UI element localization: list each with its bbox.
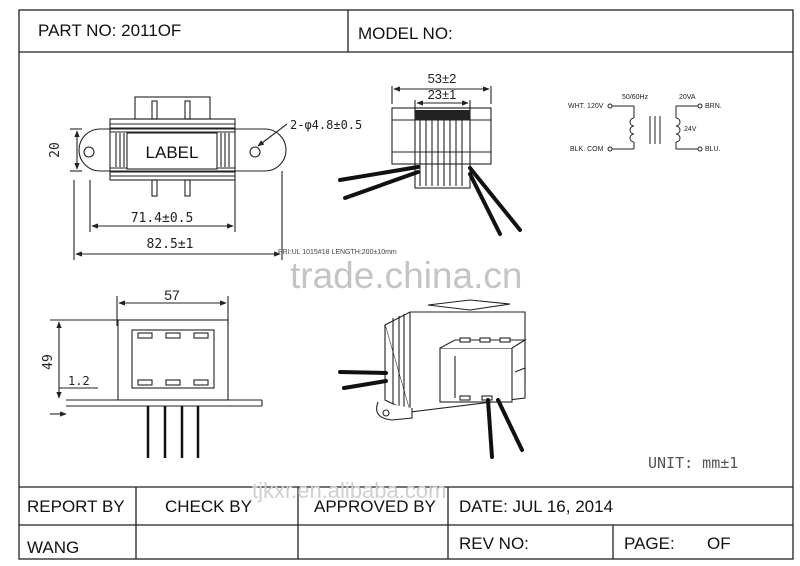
schematic-secondary-bottom: BLU. (705, 146, 721, 153)
watermark-center: trade.china.cn (290, 255, 523, 296)
schematic-secondary-voltage: 24V (684, 126, 697, 133)
check-by-label: CHECK BY (165, 497, 252, 516)
top-view-leads (338, 165, 522, 236)
schematic-primary-voltage: WHT. 120V (568, 103, 604, 110)
schematic-rating: 20VA (679, 94, 696, 101)
side-thickness-dimension: 1.2 (68, 374, 90, 388)
side-height-dimension: 49 (41, 354, 56, 370)
report-by-label: REPORT BY (27, 497, 125, 516)
top-view (391, 86, 492, 189)
schematic (607, 103, 703, 152)
reporter-name: WANG (27, 538, 80, 557)
page-of-label: OF (707, 534, 731, 553)
top-outer-dimension: 53±2 (428, 71, 457, 86)
model-number-label: MODEL NO: (358, 24, 453, 43)
front-label: LABEL (146, 143, 199, 162)
top-inner-dimension: 23±1 (428, 87, 457, 102)
schematic-common: BLK. COM (570, 146, 604, 153)
watermark-bottom: tjkxr.en.alibaba.com (252, 478, 447, 503)
side-view-pins (146, 406, 200, 458)
approved-by-label: APPROVED BY (314, 497, 436, 516)
front-lead-note: PRI:UL 1015#18 LENGTH:200±10mm (278, 249, 397, 256)
page-label: PAGE: (624, 534, 675, 553)
front-height-dimension: 20 (48, 142, 63, 158)
isometric-leads (338, 370, 524, 459)
front-outer-width-dimension: 82.5±1 (147, 237, 194, 252)
part-number: PART NO: 2011OF (38, 21, 182, 40)
isometric-view (376, 299, 527, 421)
rev-no-label: REV NO: (459, 534, 529, 553)
title-block (19, 486, 793, 559)
side-view (50, 296, 263, 417)
front-view (70, 96, 288, 260)
front-inner-width-dimension: 71.4±0.5 (131, 211, 194, 226)
schematic-secondary-top: BRN. (705, 103, 722, 110)
side-width-dimension: 57 (164, 287, 180, 303)
top-view-coil-top (415, 110, 470, 120)
unit-note: UNIT: mm±1 (648, 454, 739, 472)
sheet-border (18, 9, 794, 560)
front-hole-dimension: 2-φ4.8±0.5 (290, 118, 362, 132)
date-field: DATE: JUL 16, 2014 (459, 497, 614, 516)
schematic-frequency: 50/60Hz (622, 94, 649, 101)
